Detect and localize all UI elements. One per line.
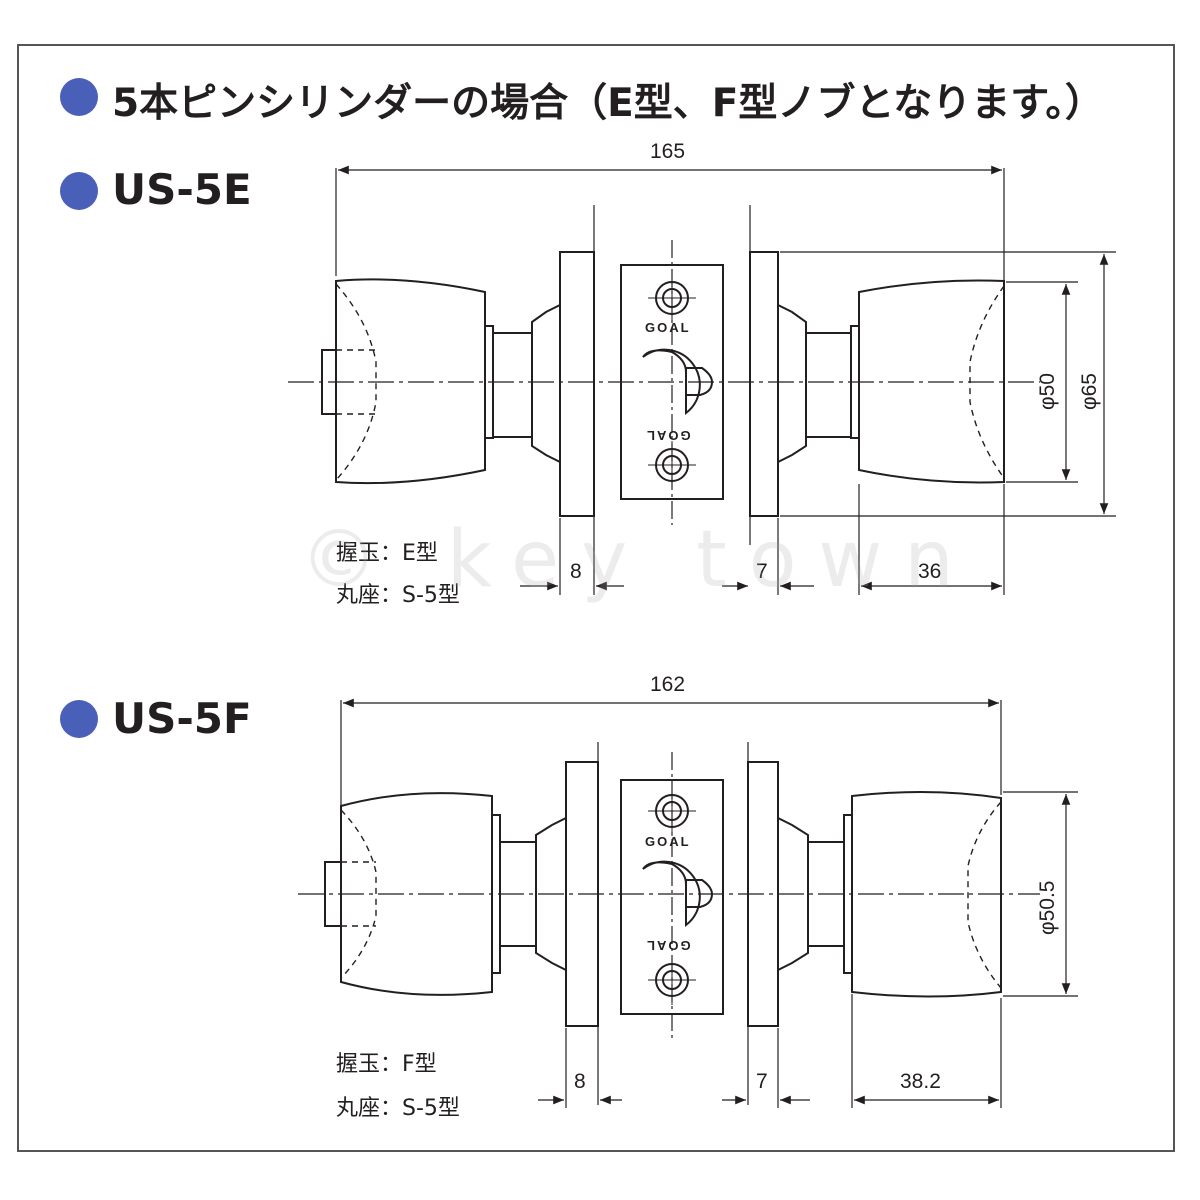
dimension-knob-diameter: φ50	[1036, 373, 1059, 410]
thumb-turn-tab	[321, 349, 337, 415]
inside-knob	[851, 790, 1002, 998]
dimension-rose-diameter: φ65	[1078, 373, 1101, 410]
outside-knob	[340, 792, 493, 996]
model-title-us5f: US-5F	[112, 694, 252, 743]
dimension-overall-length: 162	[650, 673, 686, 696]
dimension-overall-length: 165	[650, 140, 686, 163]
dimension-knob-length: 36	[918, 560, 942, 583]
rose-type-label: 丸座：S-5型	[336, 583, 460, 608]
inside-rose	[749, 251, 779, 517]
dimension-rose-thickness-left: 8	[570, 560, 582, 583]
dimension-rose-thickness-left: 8	[574, 1070, 586, 1093]
inside-knob	[858, 279, 1005, 484]
drawing-us5e	[288, 165, 1116, 595]
bullet-icon	[60, 78, 98, 116]
knob-type-label: 握玉：E型	[336, 541, 438, 566]
dimension-knob-length: 38.2	[900, 1070, 941, 1093]
outside-knob	[335, 278, 486, 485]
plate-text-top: GOAL	[645, 320, 691, 335]
thumb-turn-tab	[324, 861, 342, 927]
plate-text-bottom: GOAL	[645, 428, 691, 443]
drawing-us5f	[298, 698, 1078, 1108]
outer-frame	[17, 44, 1175, 1152]
dimension-knob-diameter: φ50.5	[1036, 880, 1059, 936]
plate-text-bottom: GOAL	[645, 938, 691, 953]
watermark: © key town	[300, 515, 976, 605]
bullet-icon	[60, 172, 98, 210]
dimension-rose-thickness-right: 7	[756, 560, 768, 583]
outside-rose	[565, 761, 599, 1027]
rose-type-label: 丸座：S-5型	[336, 1096, 460, 1121]
dimension-rose-thickness-right: 7	[756, 1070, 768, 1093]
outside-rose	[559, 251, 595, 517]
bullet-icon	[60, 700, 98, 738]
plate-text-top: GOAL	[645, 834, 691, 849]
page-title: 5本ピンシリンダーの場合（E型、F型ノブとなります。）	[112, 81, 1104, 126]
knob-type-label: 握玉：F型	[336, 1052, 437, 1077]
model-title-us5e: US-5E	[112, 165, 252, 214]
